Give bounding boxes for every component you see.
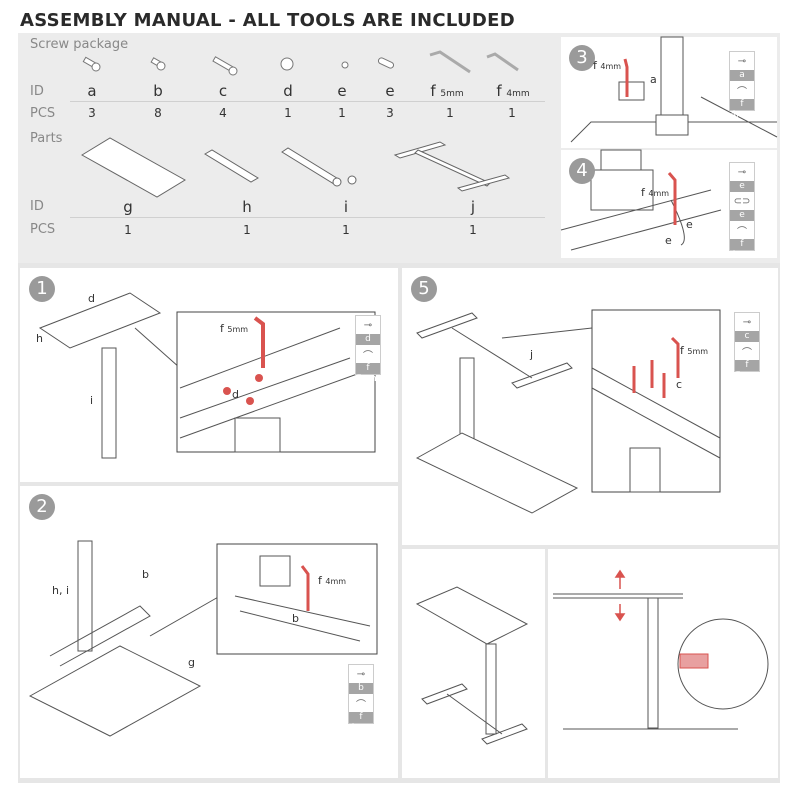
screw-d-icon — [280, 57, 294, 71]
hex-key-icon: ⌒ — [742, 347, 752, 359]
part-id: j — [470, 198, 476, 216]
step-2-illustration — [28, 540, 378, 737]
parts-illustrations — [81, 137, 511, 198]
callout-b: b — [142, 568, 149, 581]
step-3-illustration — [570, 36, 778, 143]
step-5-legend: ⊸c ⌒f 5mm — [734, 312, 760, 381]
step-4-panel: 4 f 4mm e e ⊸e ⊂⊃e ⌒f 4mm — [560, 149, 777, 260]
base-frame-j-icon — [393, 141, 511, 192]
step-number: 2 — [29, 494, 55, 520]
screw-id: f 4mm — [496, 82, 530, 100]
screw-e-icon — [341, 61, 349, 69]
screw-icon: ⊸ — [737, 166, 747, 178]
screw-pcs: 8 — [154, 106, 162, 120]
step-2-legend: ⊸b ⌒f 4mm — [348, 664, 374, 733]
screw-id: e — [337, 82, 347, 100]
screw-icon: ⊸ — [356, 668, 366, 680]
part-id: g — [123, 198, 133, 216]
hex-key-icon: ⌒ — [737, 226, 747, 238]
callout-d: d — [232, 388, 239, 401]
step-3-panel: 3 f 4mm a ⊸a ⌒f 4mm — [561, 36, 778, 148]
part-pcs: 1 — [342, 223, 350, 237]
parts-id-label: ID — [30, 199, 44, 214]
screw-id: b — [153, 82, 163, 100]
hex-key-4mm-icon — [486, 52, 519, 72]
step-2-panel: 2 h, i b g f 4mm b ⊸b ⌒f 4mm — [20, 486, 398, 778]
step-number: 1 — [29, 276, 55, 302]
callout-g: g — [188, 656, 195, 669]
nut-icon: ⊂⊃ — [733, 195, 751, 207]
part-pcs: 1 — [124, 223, 132, 237]
callout-d: d — [88, 292, 95, 305]
height-adjust-illustration — [553, 569, 769, 730]
desktop-panel-g-icon — [81, 137, 186, 198]
step-number: 5 — [411, 276, 437, 302]
column-i-icon — [281, 147, 357, 187]
hex-key-icon: ⌒ — [737, 86, 747, 98]
screw-package-label: Screw package — [30, 37, 129, 52]
step-1-illustration — [38, 292, 376, 459]
screw-pcs: 3 — [88, 106, 96, 120]
finished-desk-illustration — [415, 586, 529, 745]
screw-id: d — [283, 82, 293, 100]
step-3-legend: ⊸a ⌒f 4mm — [729, 51, 755, 120]
callout-e: e — [665, 234, 672, 247]
step-number: 4 — [569, 158, 595, 184]
page-title: ASSEMBLY MANUAL - ALL TOOLS ARE INCLUDED — [20, 10, 515, 31]
screw-pcs: 1 — [338, 106, 346, 120]
callout-a: a — [650, 73, 657, 86]
part-id: h — [242, 198, 252, 216]
screw-id: a — [87, 82, 97, 100]
step-1-panel: 1 d h i f 5mm d ⊸d ⌒f 5mm — [20, 268, 398, 482]
step-1-legend: ⊸d ⌒f 5mm — [355, 315, 381, 384]
crossbar-h-icon — [204, 149, 259, 183]
callout-i: i — [90, 394, 94, 407]
screw-a-icon — [82, 56, 101, 72]
screw-pcs: 4 — [219, 106, 227, 120]
screw-id: c — [218, 82, 228, 100]
parts-pcs-label: PCS — [30, 222, 56, 237]
step-5-panel: 5 j f 5mm c ⊸c ⌒f 5mm — [402, 268, 778, 545]
callout-h-i: h, i — [52, 584, 70, 597]
callout-e: e — [686, 218, 693, 231]
screw-id: e — [385, 82, 395, 100]
screw-pcs: 3 — [386, 106, 394, 120]
screw-icon: ⊸ — [742, 316, 752, 328]
hex-key-icon: ⌒ — [363, 350, 373, 362]
callout-f: f 5mm — [220, 322, 249, 335]
part-pcs: 1 — [469, 223, 477, 237]
screw-id-label: ID — [30, 84, 44, 99]
callout-f: f 4mm — [593, 59, 622, 72]
callout-f: f 4mm — [318, 574, 347, 587]
callout-c: c — [676, 378, 683, 391]
step-number: 3 — [569, 45, 595, 71]
screw-pcs: 1 — [508, 106, 516, 120]
control-paddle-icon — [679, 653, 709, 669]
callout-f: f 5mm — [680, 344, 709, 357]
screw-icons — [82, 50, 519, 76]
part-id: i — [343, 198, 349, 216]
screw-e2-icon — [377, 57, 395, 69]
step-5-illustration — [415, 309, 721, 514]
hex-key-5mm-icon — [429, 50, 471, 74]
step-4-legend: ⊸e ⊂⊃e ⌒f 4mm — [729, 162, 755, 260]
screw-pcs: 1 — [284, 106, 292, 120]
step-4-illustration — [560, 149, 722, 251]
screw-icon: ⊸ — [363, 319, 373, 331]
part-pcs: 1 — [243, 223, 251, 237]
callout-j: j — [530, 348, 534, 361]
parts-label: Parts — [30, 131, 63, 146]
screw-pcs: 1 — [446, 106, 454, 120]
hex-key-icon: ⌒ — [356, 699, 366, 711]
screw-icon: ⊸ — [737, 55, 747, 67]
callout-f: f 4mm — [641, 186, 670, 199]
screw-pcs-label: PCS — [30, 106, 56, 121]
callout-h: h — [36, 332, 43, 345]
screw-id: f 5mm — [430, 82, 464, 100]
height-adjust-panel — [548, 549, 778, 778]
screw-b-icon — [150, 57, 166, 71]
finished-desk-panel — [402, 549, 545, 778]
screw-c-icon — [212, 56, 238, 76]
callout-b: b — [292, 612, 299, 625]
